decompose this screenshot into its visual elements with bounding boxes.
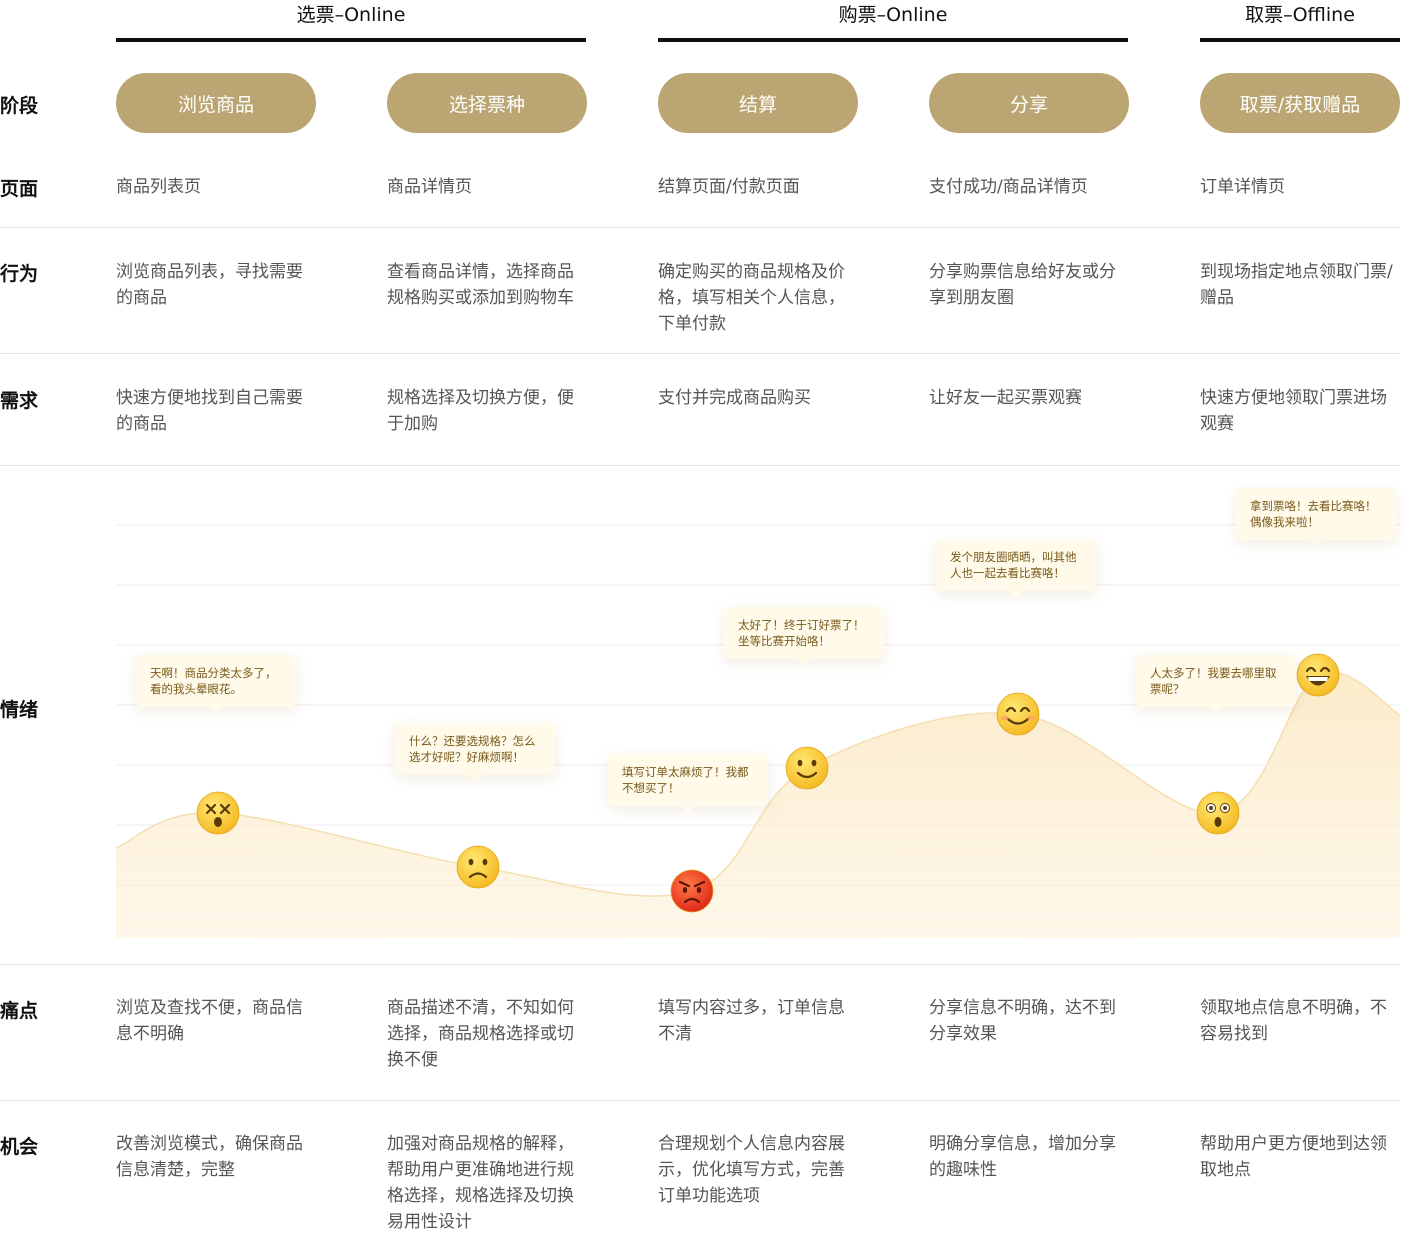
row-label-need: 需求 <box>0 390 39 412</box>
page-cell: 支付成功/商品详情页 <box>929 177 1088 197</box>
slightly-smiling-face-icon <box>785 746 829 790</box>
behavior-cell: 查看商品详情，选择商品规格购买或添加到购物车 <box>387 262 574 308</box>
frowning-face-icon <box>456 845 500 889</box>
pain-point-cell: 商品描述不清，不知如何选择，商品规格选择或切换不便 <box>387 998 574 1070</box>
row-label-pain: 痛点 <box>0 1000 39 1022</box>
group-title-buy: 购票–Online <box>838 4 948 26</box>
emotion-speech-bubble: 什么？还要选规格？怎么选才好呢？好麻烦啊！ <box>395 723 555 782</box>
stage-pill-checkout[interactable]: 结算 <box>658 73 858 133</box>
need-cell: 支付并完成商品购买 <box>658 388 811 408</box>
behavior-cell: 浏览商品列表，寻找需要的商品 <box>116 262 303 308</box>
stage-pill-browse[interactable]: 浏览商品 <box>116 73 316 133</box>
pain-point-cell: 填写内容过多，订单信息不清 <box>658 998 845 1044</box>
angry-face-icon <box>670 869 714 913</box>
opportunity-cell: 加强对商品规格的解释，帮助用户更准确地进行规格选择，规格选择及切换易用性设计 <box>387 1134 574 1232</box>
emotion-speech-bubble: 发个朋友圈晒晒，叫其他人也一起去看比赛咯！ <box>936 539 1096 598</box>
emotion-speech-bubble: 填写订单太麻烦了！我都不想买了！ <box>608 754 768 813</box>
emotion-curve-chart <box>115 524 1401 938</box>
stage-pill-choose-ticket[interactable]: 选择票种 <box>387 73 587 133</box>
stage-pill-pickup[interactable]: 取票/获取赠品 <box>1200 73 1400 133</box>
row-label-opportunity: 机会 <box>0 1136 39 1158</box>
opportunity-cell: 合理规划个人信息内容展示，优化填写方式，完善订单功能选项 <box>658 1134 845 1206</box>
pain-point-cell: 领取地点信息不明确，不容易找到 <box>1200 998 1387 1044</box>
page-cell: 结算页面/付款页面 <box>658 177 800 197</box>
row-divider <box>0 1100 1400 1101</box>
pain-point-cell: 浏览及查找不便，商品信息不明确 <box>116 998 303 1044</box>
behavior-cell: 分享购票信息给好友或分享到朋友圈 <box>929 262 1116 308</box>
group-divider-pickup <box>1200 38 1400 42</box>
row-divider <box>0 353 1400 354</box>
behavior-cell: 确定购买的商品规格及价格，填写相关个人信息，下单付款 <box>658 262 845 334</box>
need-cell: 快速方便地领取门票进场观赛 <box>1200 388 1387 434</box>
need-cell: 快速方便地找到自己需要的商品 <box>116 388 303 434</box>
opportunity-cell: 帮助用户更方便地到达领取地点 <box>1200 1134 1387 1180</box>
dizzy-face-icon <box>196 791 240 835</box>
group-divider-buy <box>658 38 1128 42</box>
row-label-stage: 阶段 <box>0 95 39 117</box>
need-cell: 让好友一起买票观赛 <box>929 388 1082 408</box>
emotion-speech-bubble: 人太多了！我要去哪里取票呢？ <box>1136 655 1296 714</box>
page-cell: 商品详情页 <box>387 177 472 197</box>
opportunity-cell: 明确分享信息，增加分享的趣味性 <box>929 1134 1116 1180</box>
row-label-emotion: 情绪 <box>0 699 39 721</box>
group-title-pickup: 取票–Offline <box>1245 4 1355 26</box>
pain-point-cell: 分享信息不明确，达不到分享效果 <box>929 998 1116 1044</box>
behavior-cell: 到现场指定地点领取门票/赠品 <box>1200 262 1393 308</box>
row-label-behavior: 行为 <box>0 263 39 285</box>
group-title-select: 选票–Online <box>296 4 406 26</box>
row-label-page: 页面 <box>0 178 39 200</box>
row-divider <box>0 465 1400 466</box>
page-cell: 订单详情页 <box>1200 177 1285 197</box>
row-divider <box>0 964 1400 965</box>
row-divider <box>0 227 1400 228</box>
opportunity-cell: 改善浏览模式，确保商品信息清楚，完整 <box>116 1134 303 1180</box>
stage-pill-share[interactable]: 分享 <box>929 73 1129 133</box>
emotion-speech-bubble: 太好了！终于订好票了！坐等比赛开始咯！ <box>724 607 884 666</box>
grinning-face-icon <box>1296 653 1340 697</box>
group-divider-select <box>116 38 586 42</box>
emotion-speech-bubble: 拿到票咯！去看比赛咯！偶像我来啦！ <box>1236 488 1396 547</box>
astonished-face-icon <box>1196 791 1240 835</box>
need-cell: 规格选择及切换方便，便于加购 <box>387 388 574 434</box>
smiling-face-icon <box>996 692 1040 736</box>
page-cell: 商品列表页 <box>116 177 201 197</box>
emotion-speech-bubble: 天啊！商品分类太多了，看的我头晕眼花。 <box>136 655 296 714</box>
